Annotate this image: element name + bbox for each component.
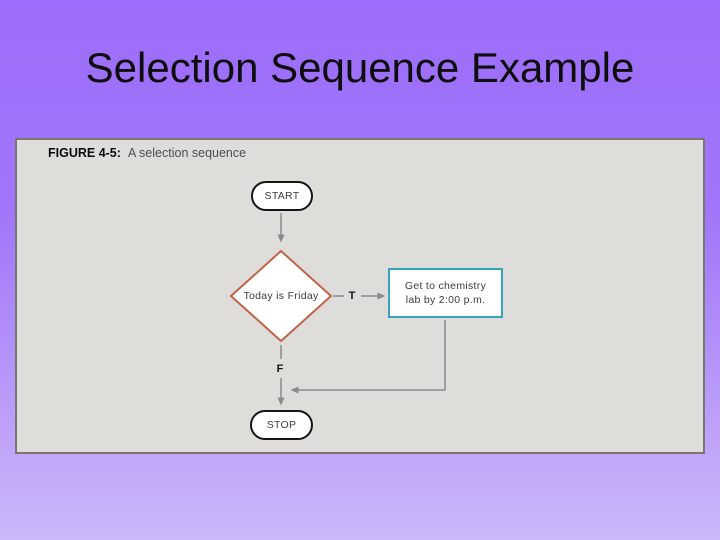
flowchart-start-node: START xyxy=(251,181,313,211)
decision-diamond-shape xyxy=(229,249,333,343)
process-node-label-line1: Get to chemistry xyxy=(404,279,487,292)
false-branch-label: F xyxy=(276,363,284,375)
figure-panel: FIGURE 4-5: A selection sequence START To… xyxy=(15,138,705,454)
figure-label: FIGURE 4-5: xyxy=(48,146,121,160)
flowchart-decision-node: Today is Friday xyxy=(229,249,333,343)
flowchart-process-node: Get to chemistry lab by 2:00 p.m. xyxy=(388,268,503,318)
stop-node-label: STOP xyxy=(266,419,297,431)
decision-node-label: Today is Friday xyxy=(243,290,319,302)
flowchart-connectors xyxy=(277,213,446,406)
figure-caption-text: A selection sequence xyxy=(127,146,247,160)
true-branch-label: T xyxy=(348,290,356,302)
start-node-label: START xyxy=(264,190,300,202)
slide-title: Selection Sequence Example xyxy=(85,44,635,91)
flowchart-stop-node: STOP xyxy=(250,410,313,440)
process-node-label-line2: lab by 2:00 p.m. xyxy=(405,294,486,306)
figure-caption: FIGURE 4-5: A selection sequence xyxy=(48,146,246,160)
